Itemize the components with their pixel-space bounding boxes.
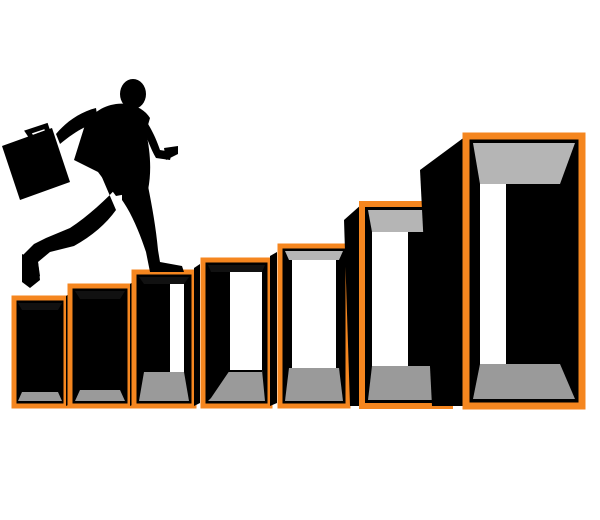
briefcase-icon	[2, 122, 70, 200]
step-box-2	[67, 280, 136, 409]
step-box-5	[277, 243, 351, 409]
step-box-7	[420, 132, 586, 410]
businessman-silhouette	[22, 79, 184, 288]
step-box-4	[200, 252, 277, 409]
step-box-3	[131, 264, 200, 409]
step-box-1	[11, 292, 72, 409]
